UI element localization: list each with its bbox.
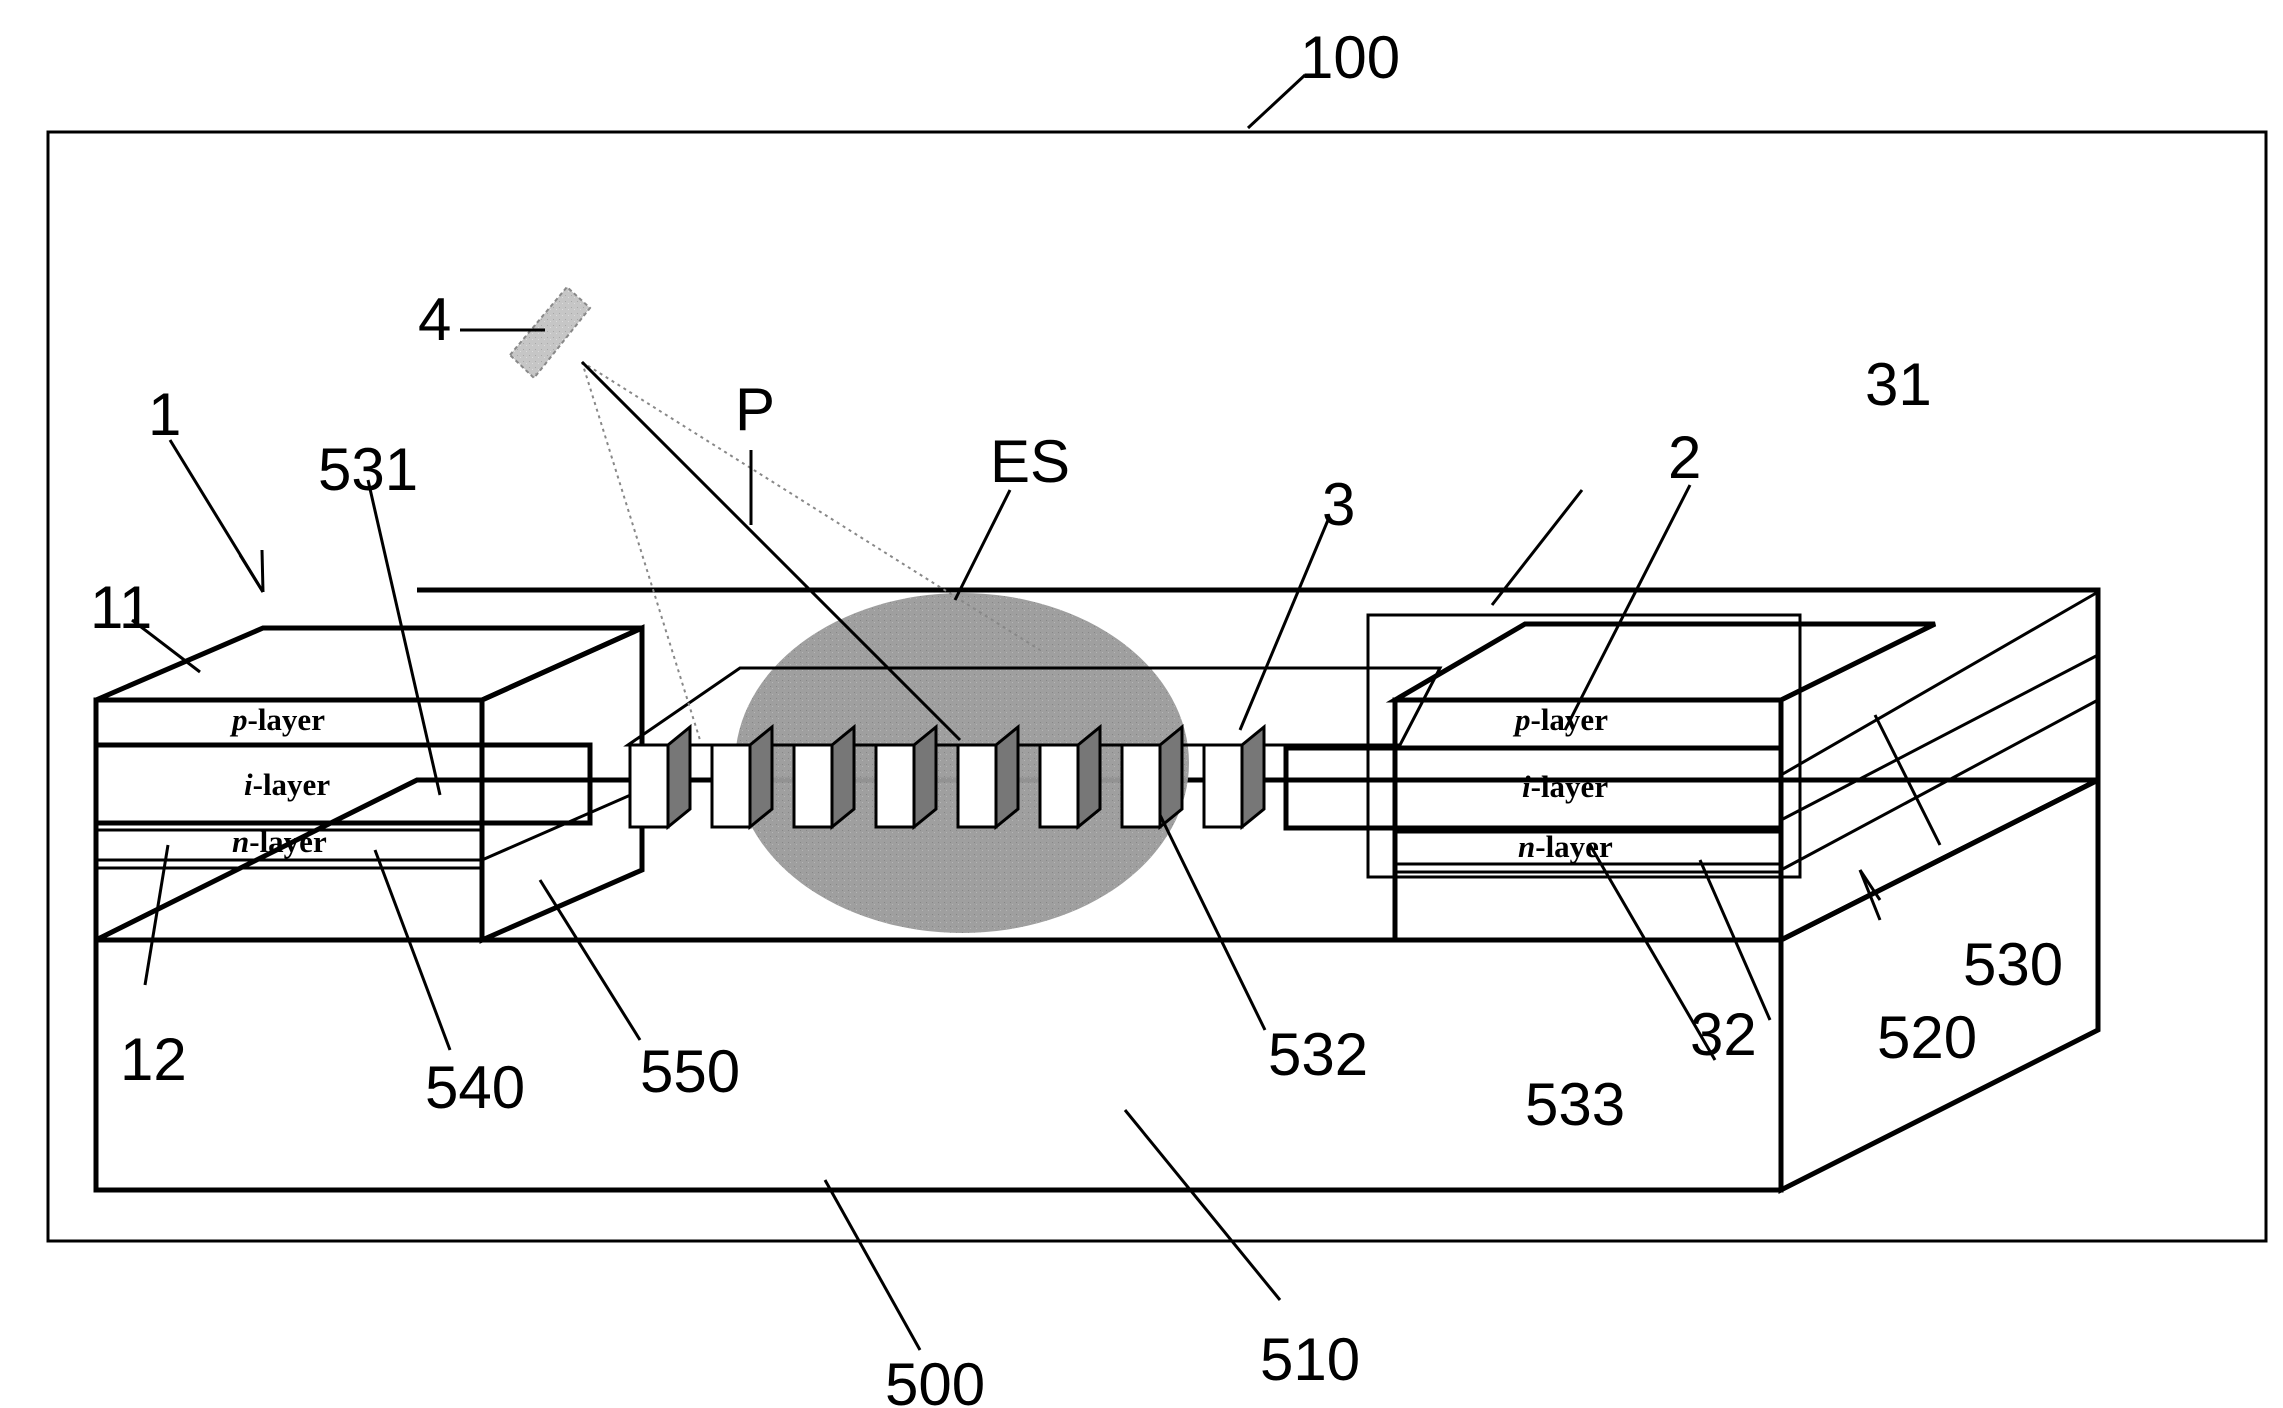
grating-bar [710, 743, 752, 829]
i-layer-left-label: i-layer [244, 767, 330, 802]
callout-12: 12 [120, 1026, 187, 1093]
callout-2: 2 [1668, 424, 1701, 491]
grating-bar-side [994, 723, 1020, 831]
p-layer-left-label: p-layer [229, 702, 325, 737]
grating-bar [628, 743, 670, 829]
callout-31: 31 [1865, 351, 1932, 418]
grating-bar [874, 743, 916, 829]
left-device-stack [93, 624, 645, 944]
grating-bar-side [830, 723, 856, 831]
callout-532: 532 [1268, 1021, 1368, 1088]
detector-outline [1366, 613, 1802, 879]
grating-bar [1038, 743, 1080, 829]
callout-4: 4 [418, 286, 451, 353]
callout-3: 3 [1322, 471, 1355, 538]
callout-1: 1 [148, 381, 181, 448]
grating-bar [1120, 743, 1162, 829]
callout-p: P [735, 376, 775, 443]
grating-bar-side [1076, 723, 1102, 831]
callout-520: 520 [1877, 1004, 1977, 1071]
p-layer-right-label: p-layer [1512, 702, 1608, 737]
callout-530: 530 [1963, 931, 2063, 998]
grating-bar [956, 743, 998, 829]
callout-510: 510 [1260, 1326, 1360, 1393]
grating-bar-side [1158, 723, 1184, 831]
grating-bar-side [1240, 723, 1266, 831]
callout-531: 531 [318, 436, 418, 503]
i-layer-right [1283, 745, 1784, 831]
callout-32: 32 [1690, 1001, 1757, 1068]
leader-lines [131, 73, 1942, 1351]
substrate-block [93, 587, 2101, 1195]
callout-550: 550 [640, 1038, 740, 1105]
callout-100: 100 [1300, 24, 1400, 91]
grating-bar-side [666, 723, 692, 831]
right-device-stack [1283, 613, 1937, 943]
n-layer-right-label: n-layer [1518, 829, 1613, 864]
grating-bar-side [748, 723, 774, 831]
light-source [508, 285, 1041, 742]
callout-11: 11 [90, 574, 152, 641]
callout-500: 500 [885, 1351, 985, 1408]
grating-bar-side [912, 723, 938, 831]
n-layer-left-label: n-layer [232, 824, 327, 859]
i-layer-left [93, 742, 593, 826]
grating-bar [1202, 743, 1244, 829]
grating-bar [792, 743, 834, 829]
callout-es: ES [990, 428, 1070, 495]
grating [623, 666, 1443, 831]
i-layer-right-label: i-layer [1522, 769, 1608, 804]
callout-533: 533 [1525, 1071, 1625, 1138]
package-frame [46, 130, 2268, 1243]
callout-540: 540 [425, 1054, 525, 1121]
